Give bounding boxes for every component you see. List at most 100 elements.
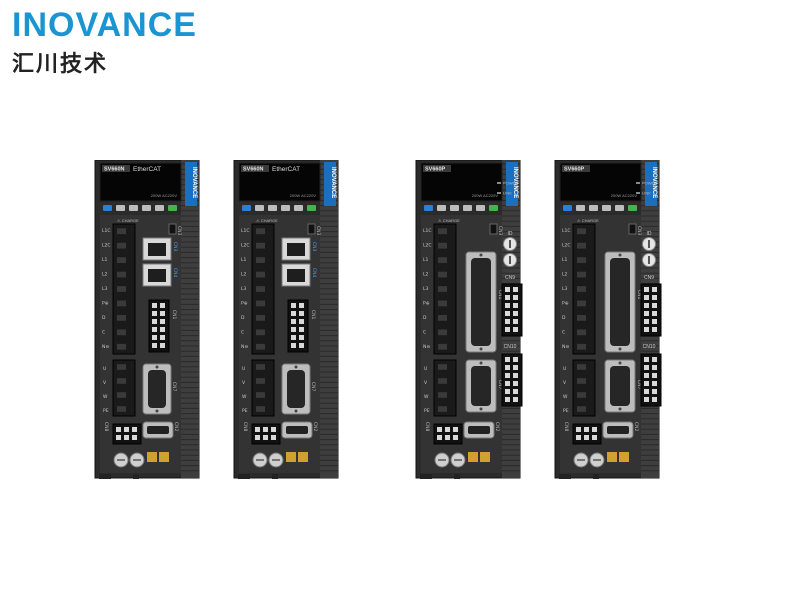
header-pin bbox=[505, 319, 510, 324]
header-pin bbox=[652, 287, 657, 292]
model-label: SV660P bbox=[564, 167, 585, 173]
cn7-label: CN7 bbox=[310, 382, 316, 392]
dsub-shell bbox=[148, 370, 166, 408]
side-fin bbox=[320, 160, 338, 478]
header-pin bbox=[644, 327, 649, 332]
keypad-button bbox=[450, 205, 459, 211]
header-pin bbox=[263, 435, 268, 440]
terminal-screw bbox=[117, 315, 126, 321]
keypad-button bbox=[294, 205, 303, 211]
led bbox=[636, 192, 640, 194]
model-plate bbox=[562, 165, 590, 172]
terminal-screw bbox=[256, 364, 265, 370]
power-terminal-label: L1C bbox=[423, 228, 432, 234]
terminal-screw bbox=[256, 329, 265, 336]
header-pin bbox=[132, 435, 137, 440]
header-pin bbox=[652, 389, 657, 394]
brand-strip-label: INOVANCE bbox=[651, 167, 657, 198]
header-pin bbox=[271, 435, 276, 440]
keypad-button bbox=[268, 205, 277, 211]
model-label: SV660P bbox=[425, 167, 446, 173]
terminal-screw bbox=[438, 271, 447, 278]
charge-label: ⚠ CHARGE bbox=[577, 218, 599, 223]
led-label: LINK bbox=[642, 191, 651, 196]
rj45-socket bbox=[148, 269, 166, 282]
power-terminal-label: L3 bbox=[241, 286, 247, 292]
rotary-slot bbox=[509, 240, 511, 248]
terminal-screw bbox=[256, 300, 265, 307]
mount-foot bbox=[454, 474, 460, 479]
power-terminal-label: N⊖ bbox=[423, 344, 430, 350]
header-pin bbox=[644, 295, 649, 300]
led bbox=[636, 182, 640, 184]
charge-label: ⚠ CHARGE bbox=[256, 218, 278, 223]
header-pin bbox=[652, 357, 657, 362]
header-pin bbox=[513, 319, 518, 324]
dsub-shell bbox=[471, 258, 491, 346]
motor-terminal-label: W bbox=[563, 394, 568, 400]
power-terminal-label: N⊖ bbox=[562, 344, 569, 350]
header-pin bbox=[644, 365, 649, 370]
header-pin bbox=[513, 381, 518, 386]
terminal-block bbox=[251, 359, 275, 417]
terminal-screw bbox=[256, 228, 265, 235]
power-terminal-label: N⊖ bbox=[102, 344, 109, 350]
keypad-button bbox=[628, 205, 637, 211]
cn3-label: CN3 bbox=[176, 226, 182, 236]
cn7-label: CN7 bbox=[171, 382, 177, 392]
header-pin bbox=[513, 287, 518, 292]
header-pin bbox=[453, 435, 458, 440]
header-pin bbox=[116, 435, 121, 440]
header-pin bbox=[513, 327, 518, 332]
power-terminal-label: L2C bbox=[102, 243, 111, 249]
terminal-screw bbox=[256, 242, 265, 249]
terminal-screw bbox=[256, 315, 265, 321]
header-pin bbox=[576, 435, 581, 440]
header-pin bbox=[584, 435, 589, 440]
header-pin bbox=[152, 303, 157, 308]
header-pin bbox=[584, 427, 589, 432]
dsub-shell bbox=[287, 370, 305, 408]
dsub-screw bbox=[618, 347, 622, 351]
cn3-port bbox=[628, 223, 637, 235]
dsub-screw bbox=[618, 253, 622, 257]
header-pin bbox=[644, 287, 649, 292]
brand-strip bbox=[645, 162, 657, 206]
terminal-screw bbox=[117, 300, 126, 307]
header-pin bbox=[152, 319, 157, 324]
header-pin bbox=[644, 397, 649, 402]
header-pin bbox=[644, 389, 649, 394]
model-label: SV660N bbox=[243, 167, 264, 173]
header-pin bbox=[124, 427, 129, 432]
terminal-screw bbox=[438, 329, 447, 336]
cn2-socket bbox=[468, 426, 490, 434]
power-terminal-label: L3 bbox=[423, 286, 429, 292]
terminal-screw bbox=[438, 242, 447, 249]
mount-foot bbox=[272, 474, 278, 479]
header-pin bbox=[271, 427, 276, 432]
keypad-button bbox=[437, 205, 446, 211]
terminal-screw bbox=[117, 329, 126, 336]
header-pin bbox=[505, 327, 510, 332]
cn8-label: CN8 bbox=[563, 422, 569, 432]
header-pin bbox=[160, 343, 165, 348]
keypad-button bbox=[129, 205, 138, 211]
motor-terminal-label: V bbox=[103, 380, 107, 386]
header-pin bbox=[160, 303, 165, 308]
mount-foot bbox=[559, 474, 571, 479]
cn2-label: CN2 bbox=[312, 422, 318, 432]
header-pin bbox=[644, 311, 649, 316]
header-pin bbox=[445, 427, 450, 432]
rating-label: 200W AC220V bbox=[472, 193, 499, 198]
cn10-label: CN10 bbox=[504, 344, 517, 350]
terminal-screw bbox=[256, 392, 265, 398]
header-pin bbox=[505, 381, 510, 386]
header-pin bbox=[505, 389, 510, 394]
header-pin bbox=[299, 303, 304, 308]
led bbox=[497, 182, 501, 184]
keypad-button bbox=[424, 205, 433, 211]
keypad-button bbox=[463, 205, 472, 211]
terminal-screw bbox=[577, 242, 586, 249]
